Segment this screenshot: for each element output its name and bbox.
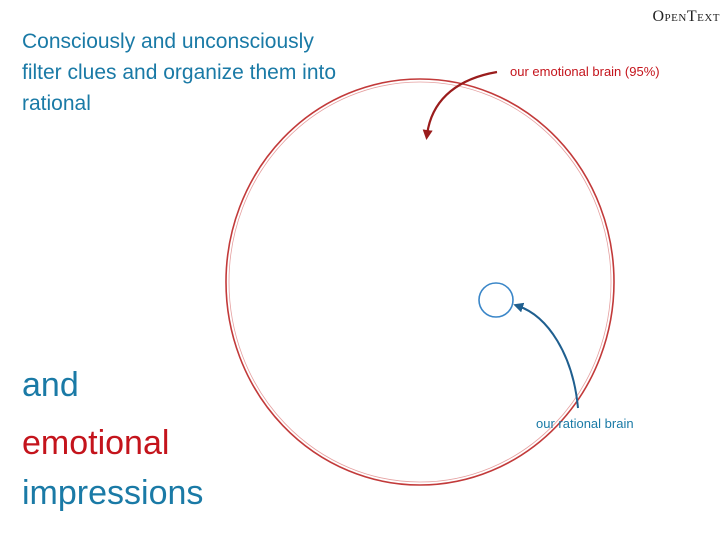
label-rational-brain: our rational brain [536, 416, 634, 431]
emotional-brain-arrow [422, 70, 498, 140]
opentext-logo: OpenText [652, 8, 720, 25]
emotional-brain-circle-inner [228, 81, 612, 483]
rational-brain-arrow [513, 302, 579, 409]
word-and: and [22, 366, 79, 404]
label-emotional-brain: our emotional brain (95%) [510, 64, 660, 79]
intro-text: Consciously and unconsciously filter clu… [22, 30, 337, 115]
word-impressions: impressions [22, 474, 204, 512]
rational-brain-circle [478, 282, 514, 318]
emotional-brain-circle [225, 78, 615, 486]
word-emotional: emotional [22, 424, 170, 462]
